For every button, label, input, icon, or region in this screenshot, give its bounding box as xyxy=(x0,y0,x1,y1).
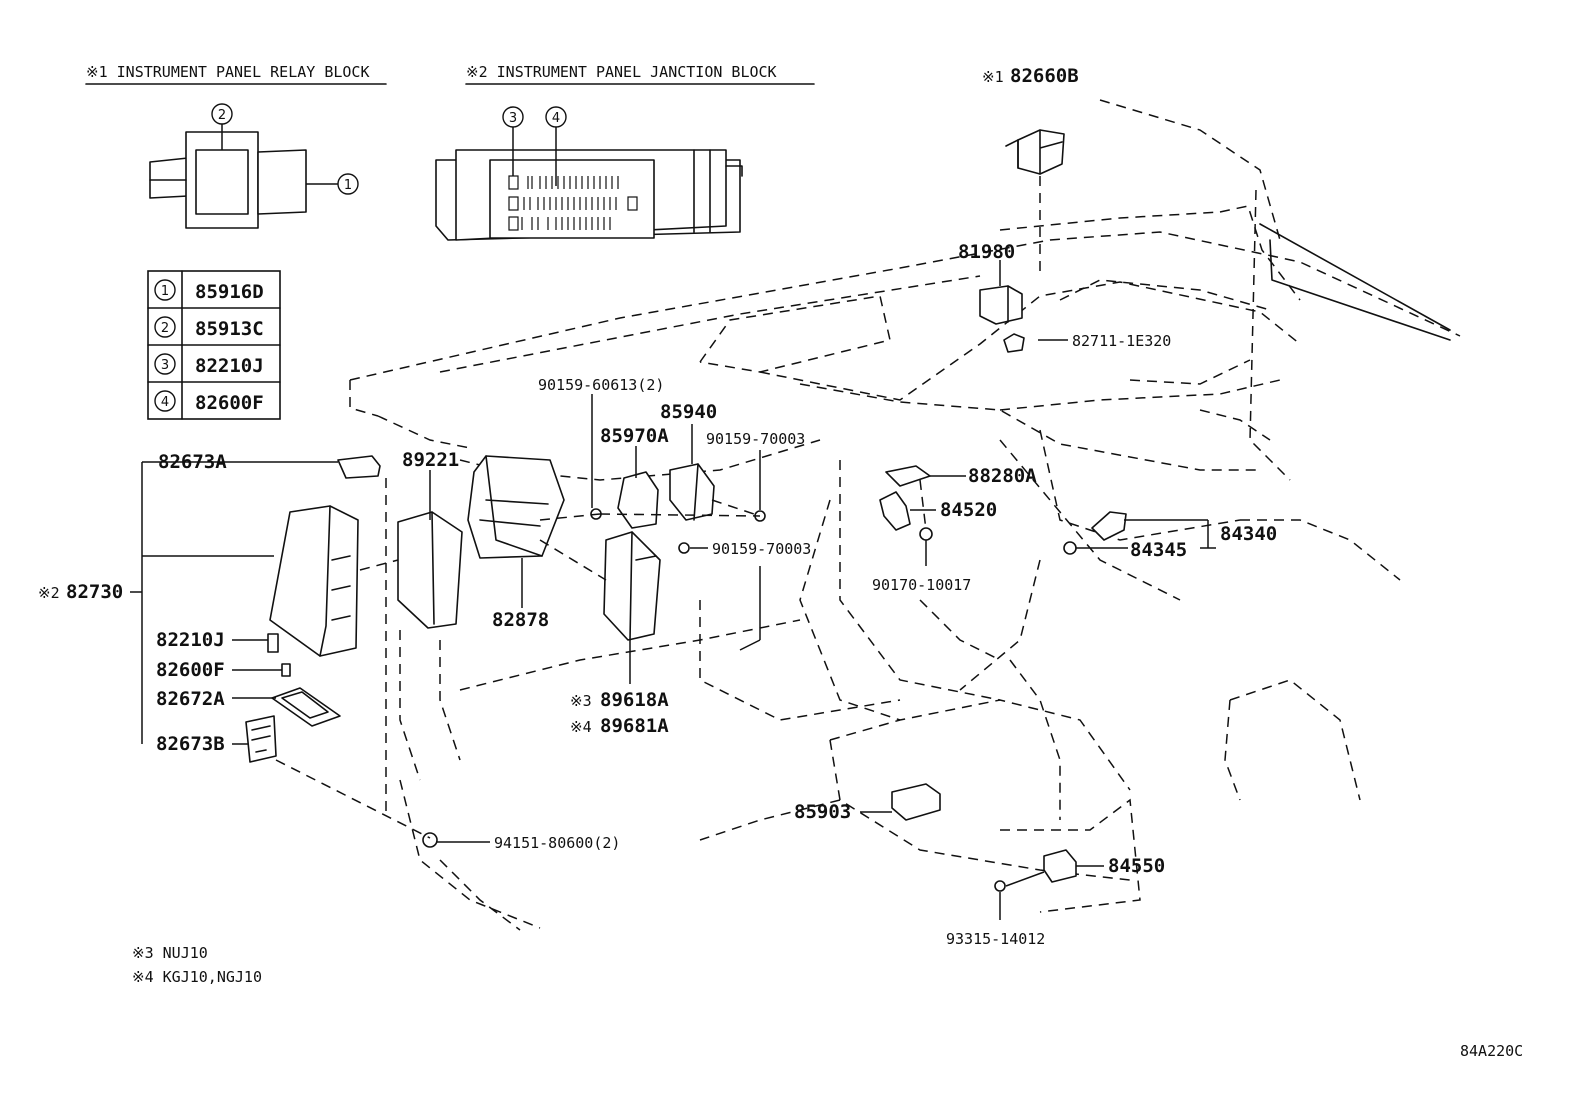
label-88280A: 88280A xyxy=(968,465,1037,487)
diagram-code: 84A220C xyxy=(1460,1042,1523,1060)
assembly-paths xyxy=(275,478,927,839)
callout-4-circle xyxy=(545,106,567,128)
label-93315-14012: 93315-14012 xyxy=(946,930,1045,948)
label-94151-80600: 94151-80600(2) xyxy=(494,834,620,852)
part-85940 xyxy=(669,463,715,521)
part-88280A xyxy=(885,465,931,487)
junction-block-illustration xyxy=(435,149,743,241)
label-90159-60613: 90159-60613(2) xyxy=(538,376,664,394)
part-82673B xyxy=(245,715,277,763)
label-89618A: 89618A xyxy=(600,689,669,711)
legend-row-2-part: 85913C xyxy=(195,318,264,340)
part-82730-junction-block xyxy=(269,505,359,657)
label-82660B-mark: ※1 xyxy=(982,68,1004,86)
callout-4-number: 4 xyxy=(552,111,560,126)
label-89681A-mark: ※4 xyxy=(570,718,592,736)
part-82210J xyxy=(267,633,279,653)
relay-block-header: ※1 INSTRUMENT PANEL RELAY BLOCK xyxy=(86,63,370,81)
instrument-panel-solid-edges xyxy=(1259,223,1451,341)
legend-row-3: 3 82210J xyxy=(154,353,264,377)
label-82878: 82878 xyxy=(492,609,549,631)
footnote-4: ※4 KGJ10,NGJ10 xyxy=(132,968,262,986)
legend-row-4-number: 4 xyxy=(161,395,169,410)
label-90159-70003-upper: 90159-70003 xyxy=(706,430,805,448)
label-84550: 84550 xyxy=(1108,855,1165,877)
callout-2-number: 2 xyxy=(218,108,226,123)
label-85903: 85903 xyxy=(794,801,851,823)
label-84520: 84520 xyxy=(940,499,997,521)
junction-block-header: ※2 INSTRUMENT PANEL JANCTION BLOCK xyxy=(466,63,777,81)
callout-3-number: 3 xyxy=(509,111,517,126)
part-84340 xyxy=(1091,511,1127,541)
part-82660B xyxy=(1005,129,1065,175)
relay-block-illustration xyxy=(149,131,307,229)
label-82711-1E320: 82711-1E320 xyxy=(1072,332,1171,350)
label-82660B: 82660B xyxy=(1010,65,1079,87)
label-90159-70003-lower: 90159-70003 xyxy=(712,540,811,558)
label-82210J: 82210J xyxy=(156,629,225,651)
part-82600F xyxy=(281,663,291,677)
label-82673A: 82673A xyxy=(158,451,227,473)
part-84520 xyxy=(879,491,911,531)
legend-row-4-part: 82600F xyxy=(195,392,264,414)
part-85903 xyxy=(891,783,941,821)
label-84340: 84340 xyxy=(1220,523,1277,545)
junction-block-fuse-rows xyxy=(508,175,638,231)
legend-row-2: 2 85913C xyxy=(154,316,264,340)
legend-row-1-part: 85916D xyxy=(195,281,264,303)
legend-row-2-number: 2 xyxy=(161,321,169,336)
label-85940: 85940 xyxy=(660,401,717,423)
legend-row-1-number: 1 xyxy=(161,284,169,299)
part-82711-1E320 xyxy=(1003,333,1025,353)
legend-row-3-number: 3 xyxy=(161,358,169,373)
label-89681A: 89681A xyxy=(600,715,669,737)
callout-3-circle xyxy=(502,106,524,128)
part-82673A xyxy=(337,455,381,479)
legend-row-3-part: 82210J xyxy=(195,355,264,377)
label-82600F: 82600F xyxy=(156,659,225,681)
label-89221: 89221 xyxy=(402,449,459,471)
label-82730: 82730 xyxy=(66,581,123,603)
instrument-panel-outline xyxy=(349,99,1461,931)
part-84550 xyxy=(1043,849,1077,883)
label-82730-mark: ※2 xyxy=(38,584,60,602)
label-85970A: 85970A xyxy=(600,425,669,447)
footnote-3: ※3 NUJ10 xyxy=(132,944,208,962)
label-82673B: 82673B xyxy=(156,733,225,755)
label-89618A-mark: ※3 xyxy=(570,692,592,710)
label-81980: 81980 xyxy=(958,241,1015,263)
label-82672A: 82672A xyxy=(156,688,225,710)
part-82878 xyxy=(467,455,565,559)
part-82672A xyxy=(271,687,341,727)
part-81980 xyxy=(979,285,1023,325)
part-85970A xyxy=(617,471,659,529)
label-84345: 84345 xyxy=(1130,539,1187,561)
leader-lines xyxy=(130,260,1216,920)
part-89221 xyxy=(397,511,463,629)
callout-1-circle xyxy=(337,173,359,195)
legend-row-4: 4 82600F xyxy=(154,390,264,414)
part-89618A-module xyxy=(603,531,661,641)
callout-2-circle xyxy=(211,103,233,125)
legend-row-1: 1 85916D xyxy=(154,279,264,303)
label-90170-10017: 90170-10017 xyxy=(872,576,971,594)
callout-1-number: 1 xyxy=(344,178,352,193)
